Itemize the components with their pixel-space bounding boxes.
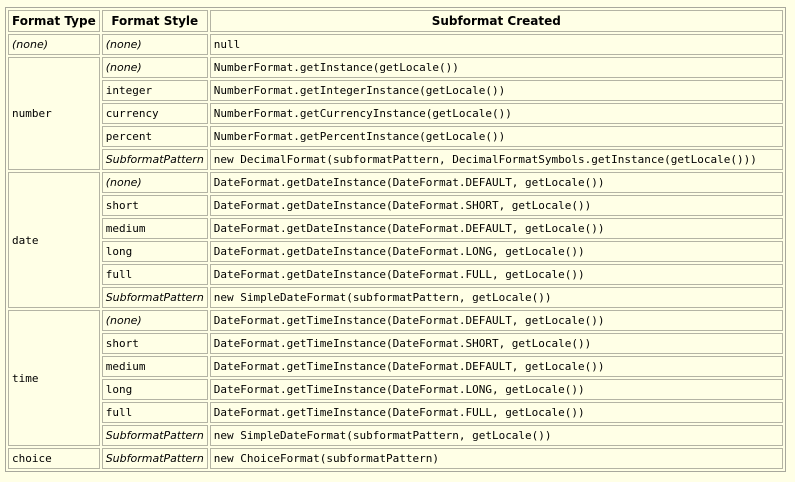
table-row: time(none)DateFormat.getTimeInstance(Dat… bbox=[8, 310, 783, 446]
subformat-created-cell: DateFormat.getTimeInstance(DateFormat.DE… bbox=[209, 356, 783, 377]
format-type-cell: number bbox=[8, 57, 100, 170]
subformat-created-cell: NumberFormat.getCurrencyInstance(getLoca… bbox=[209, 103, 783, 124]
subformat-created-cell: new ChoiceFormat(subformatPattern) bbox=[209, 448, 783, 469]
table-row: date(none)DateFormat.getDateInstance(Dat… bbox=[8, 172, 783, 308]
format-style-cell: SubformatPattern bbox=[101, 287, 208, 308]
subformat-table: Format Type Format Style Subformat Creat… bbox=[5, 7, 786, 472]
format-type-cell: (none) bbox=[8, 34, 100, 55]
subformat-created-cell: new SimpleDateFormat(subformatPattern, g… bbox=[209, 425, 783, 446]
format-style-cell: percent bbox=[101, 126, 208, 147]
format-style-cell: SubformatPattern bbox=[101, 149, 208, 170]
header-row: Format Type Format Style Subformat Creat… bbox=[8, 10, 783, 32]
subformat-created-cell: new DecimalFormat(subformatPattern, Deci… bbox=[209, 149, 783, 170]
subformat-created-cell: new SimpleDateFormat(subformatPattern, g… bbox=[209, 287, 783, 308]
format-style-cell: currency bbox=[101, 103, 208, 124]
format-style-cell: full bbox=[101, 264, 208, 285]
subformat-created-cell: DateFormat.getDateInstance(DateFormat.LO… bbox=[209, 241, 783, 262]
table-row: (none)(none)null bbox=[8, 34, 783, 55]
subformat-created-cell: NumberFormat.getPercentInstance(getLocal… bbox=[209, 126, 783, 147]
format-style-cell: (none) bbox=[101, 34, 208, 55]
table-row: number(none)NumberFormat.getInstance(get… bbox=[8, 57, 783, 170]
header-format-style: Format Style bbox=[101, 10, 208, 32]
format-style-cell: short bbox=[101, 333, 208, 354]
format-type-cell: date bbox=[8, 172, 100, 308]
format-style-cell: long bbox=[101, 241, 208, 262]
format-style-cell: full bbox=[101, 402, 208, 423]
format-style-cell: SubformatPattern bbox=[101, 425, 208, 446]
format-style-cell: medium bbox=[101, 218, 208, 239]
subformat-created-cell: NumberFormat.getIntegerInstance(getLocal… bbox=[209, 80, 783, 101]
format-style-cell: short bbox=[101, 195, 208, 216]
subformat-created-cell: DateFormat.getTimeInstance(DateFormat.FU… bbox=[209, 402, 783, 423]
subformat-created-cell: DateFormat.getTimeInstance(DateFormat.LO… bbox=[209, 379, 783, 400]
subformat-created-cell: DateFormat.getDateInstance(DateFormat.SH… bbox=[209, 195, 783, 216]
format-style-cell: long bbox=[101, 379, 208, 400]
subformat-created-cell: NumberFormat.getInstance(getLocale()) bbox=[209, 57, 783, 78]
subformat-created-cell: DateFormat.getDateInstance(DateFormat.DE… bbox=[209, 218, 783, 239]
subformat-created-cell: DateFormat.getTimeInstance(DateFormat.DE… bbox=[209, 310, 783, 331]
format-style-cell: medium bbox=[101, 356, 208, 377]
subformat-created-cell: DateFormat.getTimeInstance(DateFormat.SH… bbox=[209, 333, 783, 354]
format-style-cell: SubformatPattern bbox=[101, 448, 208, 469]
subformat-created-cell: null bbox=[209, 34, 783, 55]
header-subformat-created: Subformat Created bbox=[209, 10, 783, 32]
format-style-cell: (none) bbox=[101, 172, 208, 193]
format-style-cell: (none) bbox=[101, 57, 208, 78]
format-style-cell: (none) bbox=[101, 310, 208, 331]
header-format-type: Format Type bbox=[8, 10, 100, 32]
subformat-created-cell: DateFormat.getDateInstance(DateFormat.FU… bbox=[209, 264, 783, 285]
subformat-created-cell: DateFormat.getDateInstance(DateFormat.DE… bbox=[209, 172, 783, 193]
format-type-cell: time bbox=[8, 310, 100, 446]
format-style-cell: integer bbox=[101, 80, 208, 101]
format-type-cell: choice bbox=[8, 448, 100, 469]
